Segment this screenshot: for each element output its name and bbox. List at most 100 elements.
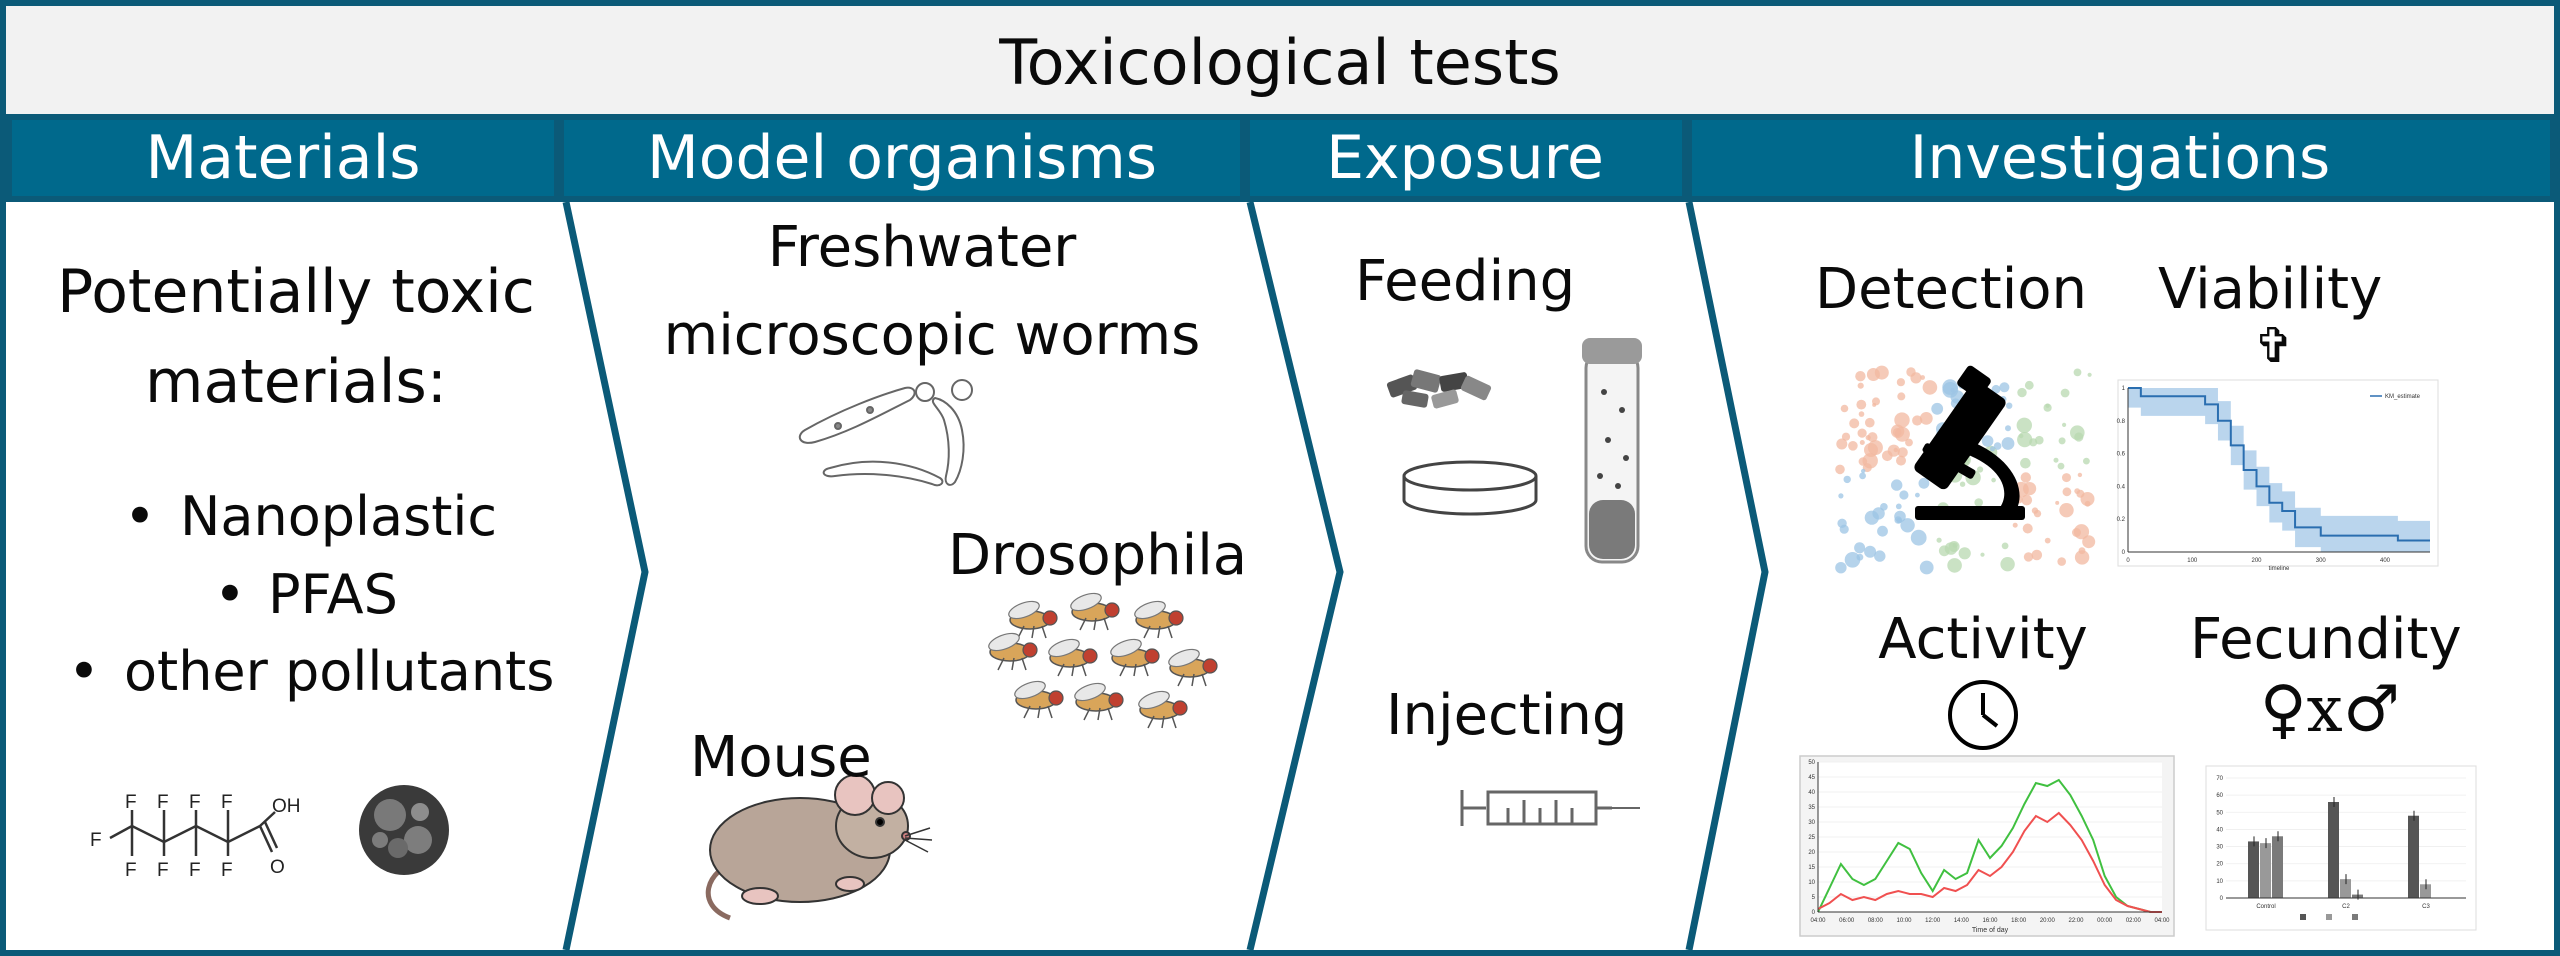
y-tick-label: 10 (1808, 880, 1815, 886)
scatter-dot (1836, 438, 1848, 450)
fly-leg (1167, 625, 1173, 639)
scatter-dot (1912, 415, 1923, 426)
scatter-dot (1891, 479, 1903, 491)
scatter-dot (2059, 503, 2074, 518)
scatter-dot (2020, 472, 2032, 483)
fly-leg (1161, 715, 1165, 729)
scatter-dot (2070, 425, 2085, 441)
scatter-dot (1854, 542, 1866, 554)
scatter-dot (2087, 372, 2092, 377)
scatter-dot (1835, 562, 1847, 574)
x-tick-label: C2 (2342, 904, 2350, 910)
chart-background (2205, 765, 2477, 931)
bullet-marker: • (124, 485, 156, 548)
scatter-dot (1936, 537, 1942, 543)
y-tick-label: 60 (2216, 793, 2223, 799)
drosophila-icons (988, 592, 1218, 729)
x-tick-label: Control (2256, 904, 2275, 910)
fly-leg (1177, 673, 1185, 687)
y-tick-label: 1 (2122, 386, 2126, 392)
y-tick-label: 0.2 (2117, 517, 2126, 523)
scatter-dot (2023, 552, 2034, 562)
scatter-dot (1865, 417, 1875, 428)
fly-leg (1093, 617, 1097, 631)
y-tick-label: 15 (1808, 865, 1815, 871)
x-tick-label: 0 (2126, 558, 2130, 564)
nanoplastic-micrograph-icon (359, 785, 449, 875)
y-tick-label: 0 (2220, 896, 2224, 902)
scatter-dot (1922, 380, 1938, 395)
km-line (2128, 387, 2430, 542)
scatter-dot (2084, 500, 2091, 507)
y-tick-label: 0.8 (2117, 419, 2126, 425)
fly-leg (1107, 707, 1113, 721)
title-bar (6, 6, 2554, 114)
bullet-marker: • (214, 563, 246, 626)
scatter-dot (1880, 503, 1888, 511)
series-line-red (1817, 811, 2162, 913)
y-tick-label: 25 (1808, 835, 1815, 841)
scatter-dot (1844, 552, 1861, 568)
scatter-dot (2074, 550, 2090, 565)
oxygen-label: O (270, 857, 285, 878)
fly-icon (1074, 682, 1124, 721)
fecundity-label: Fecundity (2190, 607, 2462, 672)
scatter-dot (2044, 537, 2051, 544)
fluorine-label: F (125, 860, 137, 881)
scatter-dot (1894, 426, 1910, 442)
fly-wing (1008, 600, 1040, 620)
scatter-dot (1864, 545, 1877, 558)
female-male-symbol-icon: ♀x♂ (2259, 673, 2401, 747)
fly-icon (988, 632, 1038, 671)
scatter-dot (1864, 510, 1879, 525)
scatter-dot (1980, 552, 1985, 557)
scatter-dot (1915, 492, 1920, 498)
pfas-molecule (109, 810, 279, 856)
diagram-title: Toxicological tests (999, 26, 1561, 99)
fly-head (1144, 648, 1160, 664)
mouse-icon (705, 774, 933, 921)
scatter-dot (2000, 557, 2015, 572)
fly-icon (1138, 690, 1188, 729)
scatter-dot (2055, 500, 2060, 505)
x-tick-label: 100 (2187, 558, 2198, 564)
scatter-dot (1938, 545, 1950, 557)
scatter-dot (1858, 457, 1868, 466)
scatter-dot (2062, 473, 2071, 483)
x-tick-label: 00:00 (2097, 918, 2113, 924)
clock-icon (1948, 680, 2018, 750)
fluorine-label: F (189, 792, 201, 813)
scatter-dot (1999, 382, 2010, 393)
legend-swatch (2300, 914, 2306, 920)
header-cell-model-organisms (564, 120, 1240, 196)
fly-leg (1097, 707, 1101, 721)
scatter-dot (1897, 392, 1906, 401)
fluorine-label: F (157, 792, 169, 813)
fly-head (1082, 648, 1098, 664)
fly-head (1202, 658, 1218, 674)
scatter-dot (1919, 560, 1934, 575)
fly-leg (1133, 663, 1137, 677)
fluorine-label: F (189, 860, 201, 881)
scatter-dot (2073, 368, 2082, 377)
fly-wing (1070, 592, 1102, 612)
scatter-dot (1857, 382, 1864, 389)
scatter-dot (1835, 464, 1845, 475)
bullet-marker: • (68, 640, 100, 703)
scatter-dot (2082, 535, 2096, 549)
fly-leg (1037, 705, 1041, 719)
x-tick-label: 02:00 (2126, 918, 2142, 924)
injecting-label: Injecting (1386, 683, 1628, 748)
bullet-nanoplastic: Nanoplastic (180, 485, 498, 548)
x-tick-label: 06:00 (1839, 918, 1855, 924)
bar (2340, 879, 2351, 898)
feeding-label: Feeding (1355, 249, 1576, 314)
header-investigations: Investigations (1909, 123, 2331, 193)
y-tick-label: 30 (1808, 820, 1815, 826)
y-tick-label: 30 (2216, 845, 2223, 851)
x-tick-label: 04:00 (1810, 918, 1826, 924)
y-tick-label: 20 (1808, 850, 1815, 856)
fly-wing (1134, 600, 1166, 620)
scatter-dot (1919, 412, 1933, 425)
bar (2420, 884, 2431, 898)
